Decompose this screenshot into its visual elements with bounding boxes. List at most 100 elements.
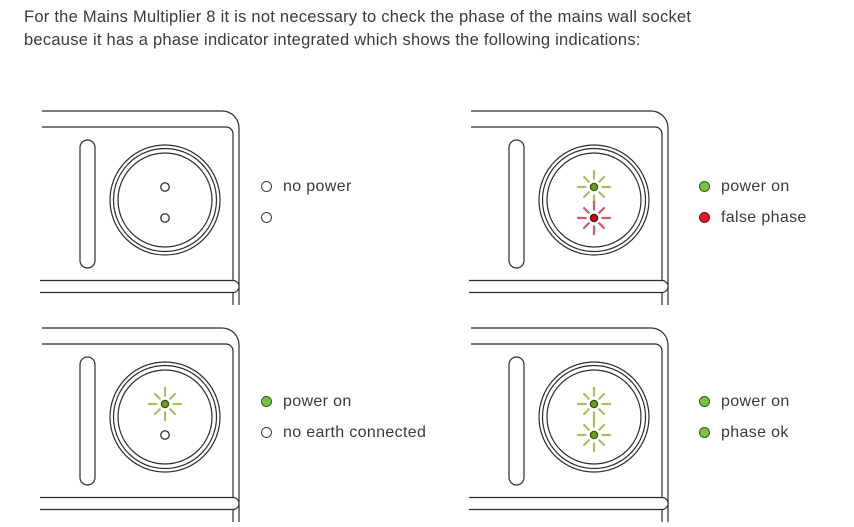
panel-outer-edge <box>471 110 669 305</box>
socket-inner-ring <box>546 369 642 465</box>
led-dot <box>160 182 170 192</box>
led-dot <box>160 430 170 440</box>
led-ray <box>597 190 606 199</box>
led-indicator-dot <box>261 181 272 192</box>
led-ray <box>582 190 591 199</box>
panel-inner-edge <box>42 343 234 522</box>
legend-label: phase ok <box>721 423 789 441</box>
legend-item: no earth connected <box>261 417 426 448</box>
legend-item: false phase <box>699 202 807 233</box>
led-ray <box>582 392 591 401</box>
led-indicator-dot <box>261 396 272 407</box>
legend-item: no power <box>261 171 352 202</box>
led-indicator-dot <box>261 212 272 223</box>
socket-diagram-phase-ok <box>469 315 675 524</box>
led-ray <box>582 206 591 215</box>
legend-item <box>261 202 352 233</box>
legend-phase-ok: power on phase ok <box>699 386 790 448</box>
legend-label: false phase <box>721 208 807 226</box>
led-ray <box>153 407 162 416</box>
legend-item: phase ok <box>699 417 790 448</box>
led-dot <box>160 399 170 409</box>
led-ray <box>582 221 591 230</box>
panel-bottom-bar <box>40 496 240 511</box>
lower-led <box>160 213 170 223</box>
socket-outer-ring <box>538 361 650 473</box>
legend-item: power on <box>699 171 807 202</box>
panel-slot <box>508 356 525 486</box>
intro-paragraph: For the Mains Multiplier 8 it is not nec… <box>24 6 836 53</box>
led-dot <box>589 213 599 223</box>
led-indicator-dot <box>699 427 710 438</box>
led-ray <box>168 407 177 416</box>
panel-slot <box>79 139 96 269</box>
legend-label: power on <box>721 392 790 410</box>
led-ray <box>582 407 591 416</box>
socket-middle-ring <box>541 147 647 253</box>
led-ray <box>168 392 177 401</box>
led-ray <box>597 407 606 416</box>
panel-outer-edge <box>42 110 240 305</box>
legend-label: no earth connected <box>283 423 427 441</box>
led-indicator-dot <box>699 181 710 192</box>
legend-item: power on <box>699 386 790 417</box>
socket-panel-drawing <box>40 327 240 522</box>
socket-diagram-false-phase <box>469 98 675 307</box>
socket-panel-drawing <box>40 110 240 305</box>
socket-diagram-no-earth <box>40 315 246 524</box>
socket-outer-ring <box>109 361 221 473</box>
panel-inner-edge <box>471 126 663 305</box>
socket-inner-ring <box>117 152 213 248</box>
led-dot <box>589 399 599 409</box>
panel-outer-edge <box>471 327 669 522</box>
socket-outer-ring <box>109 144 221 256</box>
lower-led <box>160 430 170 440</box>
socket-panel-drawing <box>469 110 669 305</box>
led-ray <box>597 392 606 401</box>
panel-bottom-bar <box>40 279 240 294</box>
led-ray <box>597 206 606 215</box>
upper-led <box>577 387 611 421</box>
upper-led <box>160 182 170 192</box>
led-indicator-dot <box>261 427 272 438</box>
led-ray <box>597 221 606 230</box>
led-dot <box>160 213 170 223</box>
intro-line-2: because it has a phase indicator integra… <box>24 31 641 50</box>
socket-inner-ring <box>546 152 642 248</box>
panel-bottom-bar <box>469 279 669 294</box>
socket-diagram-no-power <box>40 98 246 307</box>
led-ray <box>597 423 606 432</box>
intro-line-1: For the Mains Multiplier 8 it is not nec… <box>24 8 692 26</box>
panel-slot <box>508 139 525 269</box>
socket-panel-drawing <box>469 327 669 522</box>
upper-led <box>148 387 182 421</box>
socket-middle-ring <box>112 364 218 470</box>
panel-outer-edge <box>42 327 240 522</box>
legend-false-phase: power on false phase <box>699 171 807 233</box>
socket-inner-ring <box>117 369 213 465</box>
legend-label: power on <box>721 177 790 195</box>
panel-inner-edge <box>471 343 663 522</box>
panel-inner-edge <box>42 126 234 305</box>
panel-bottom-bar <box>469 496 669 511</box>
panel-slot <box>79 356 96 486</box>
led-ray <box>582 438 591 447</box>
socket-middle-ring <box>112 147 218 253</box>
lower-led <box>577 418 611 452</box>
led-ray <box>582 423 591 432</box>
led-indicator-dot <box>699 212 710 223</box>
legend-no-earth: power on no earth connected <box>261 386 426 448</box>
led-ray <box>582 175 591 184</box>
legend-no-power: no power <box>261 171 352 233</box>
legend-label: no power <box>283 177 352 195</box>
lower-led <box>577 201 611 235</box>
led-ray <box>597 438 606 447</box>
socket-middle-ring <box>541 364 647 470</box>
led-dot <box>589 430 599 440</box>
legend-label: power on <box>283 392 352 410</box>
led-ray <box>153 392 162 401</box>
led-dot <box>589 182 599 192</box>
led-ray <box>597 175 606 184</box>
led-indicator-dot <box>699 396 710 407</box>
